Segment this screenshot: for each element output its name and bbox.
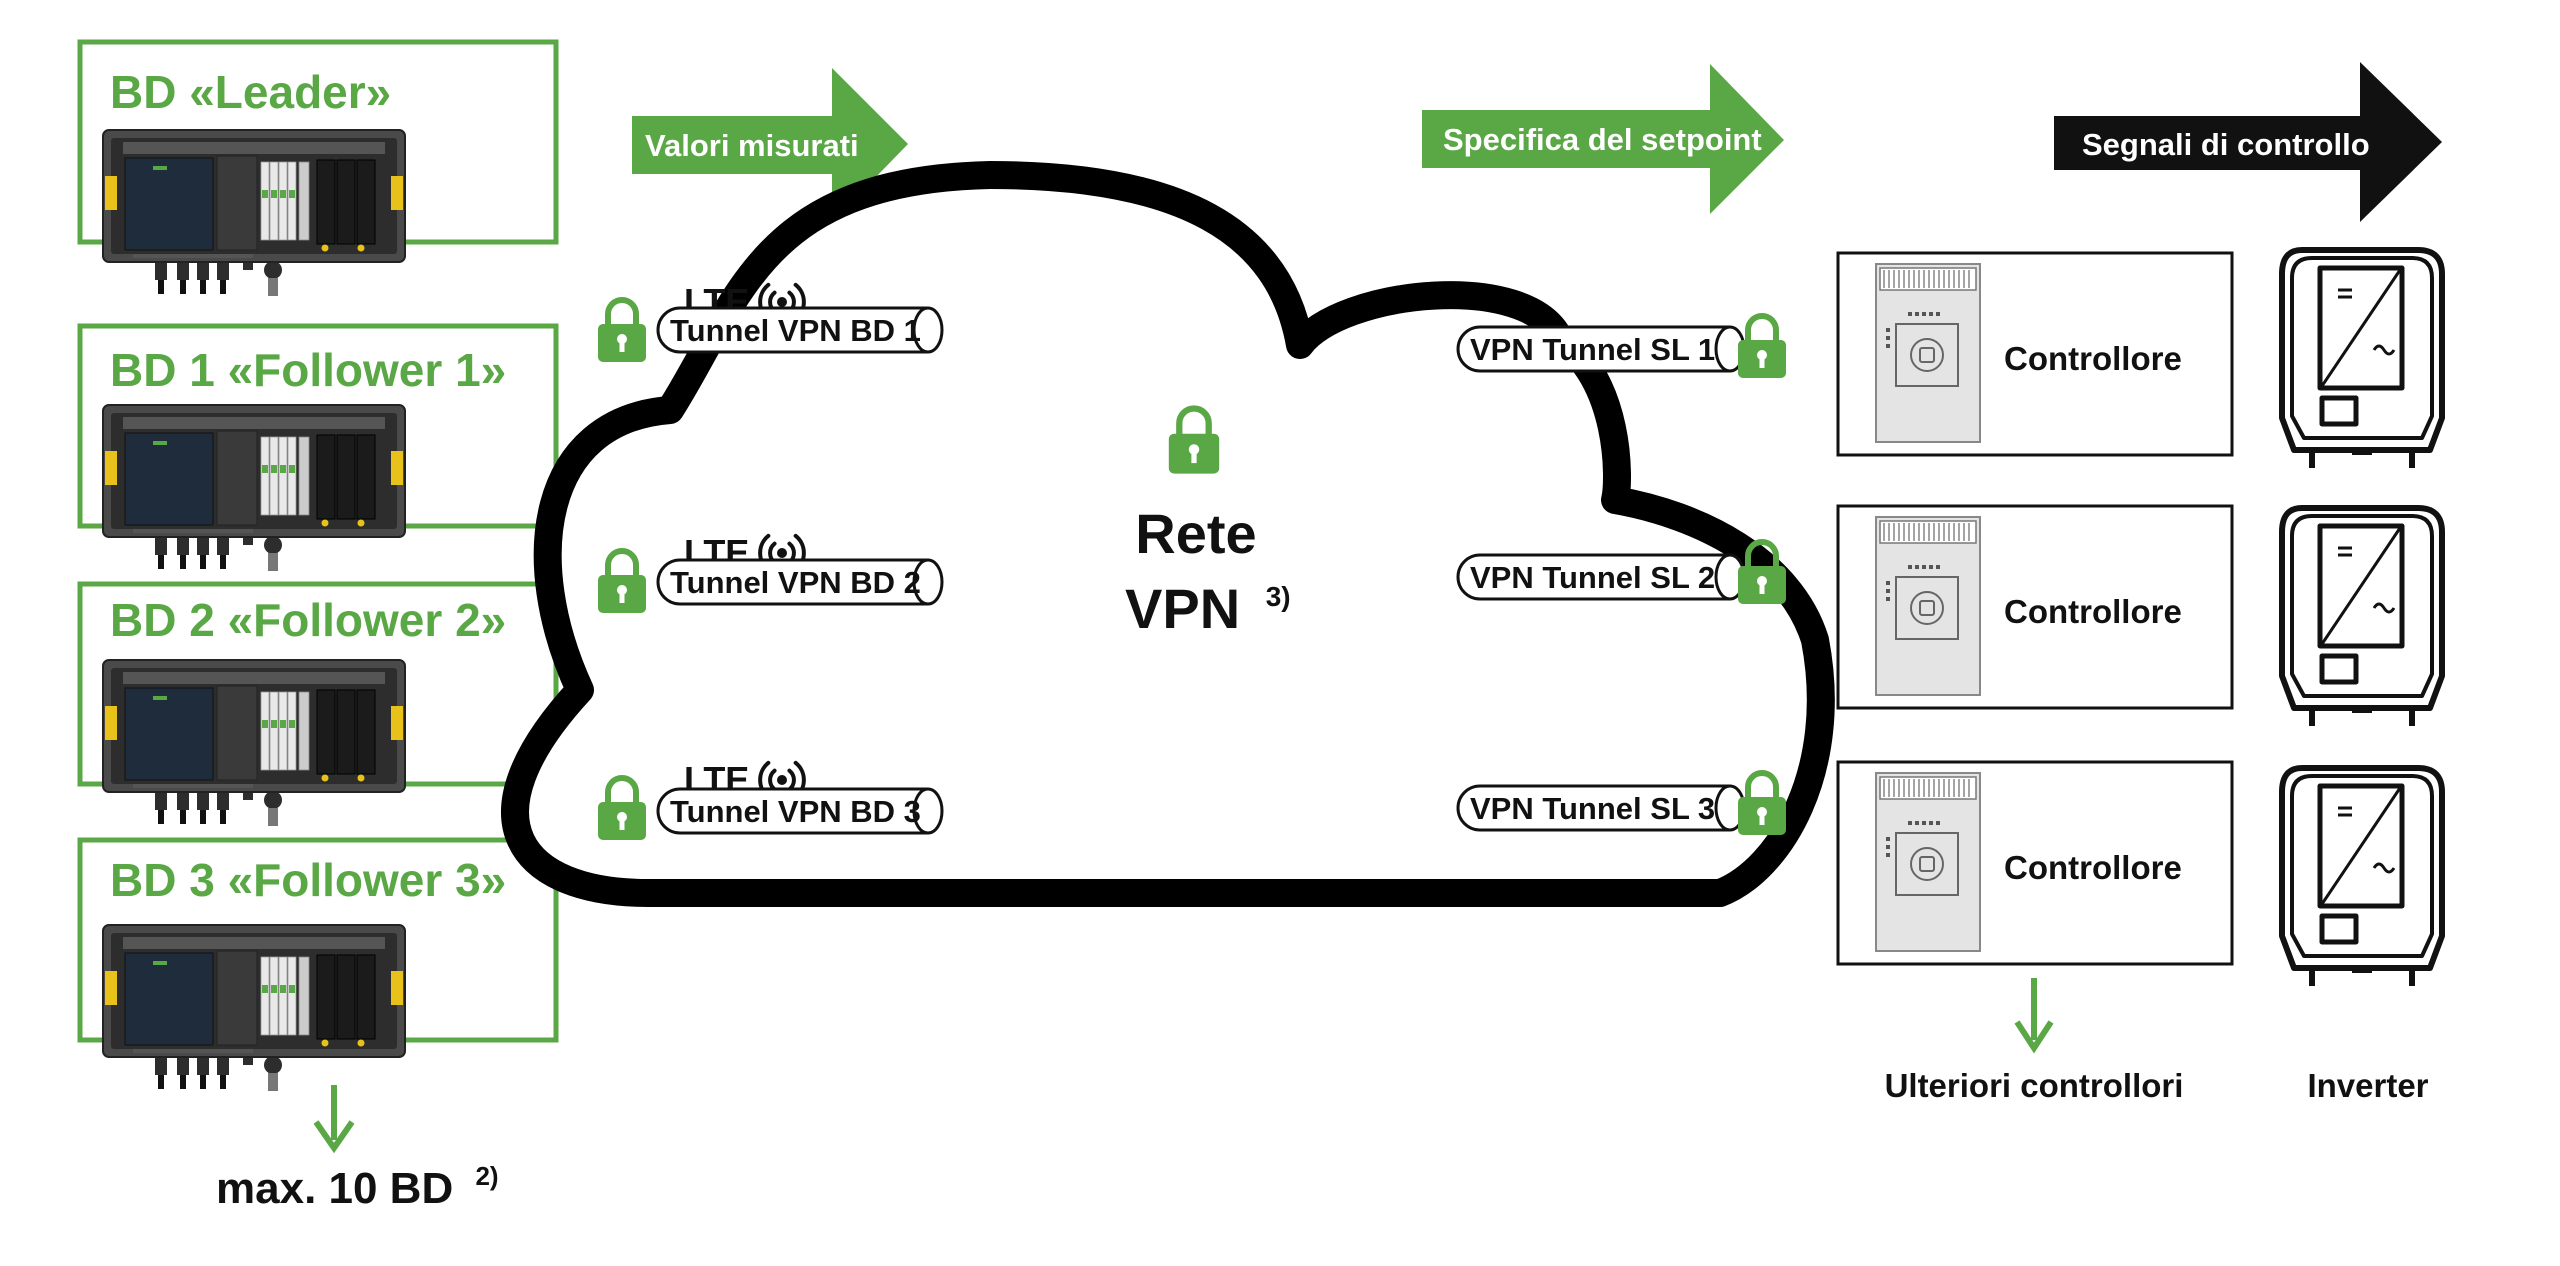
bd-device-card: BD «Leader»: [77, 39, 559, 296]
lock-icon: [1738, 770, 1786, 835]
lock-icon: [598, 548, 646, 613]
controller-device-icon: [1875, 263, 1981, 443]
battery-device-icon: [102, 404, 406, 571]
lock-icon: [598, 775, 646, 840]
arrow-setpoint-label: Specifica del setpoint: [1443, 122, 1762, 157]
bd-device-card: BD 3 «Follower 3»: [77, 837, 559, 1091]
vpn-tunnel-sl: VPN Tunnel SL 3: [1456, 770, 1786, 835]
bd-device-list: BD «Leader» BD 1 «Follower 1» BD 2 «Foll…: [77, 39, 559, 1091]
tunnel-label: VPN Tunnel SL 2: [1470, 560, 1715, 595]
tunnel-pipe: VPN Tunnel SL 2: [1456, 553, 1746, 601]
inverter-label: Inverter: [2307, 1067, 2428, 1104]
controller-label: Controllore: [2004, 849, 2182, 886]
tunnel-label: VPN Tunnel SL 3: [1470, 791, 1715, 826]
battery-device-icon: [102, 659, 406, 826]
more-devices-label: max. 10 BD: [216, 1164, 453, 1213]
vpn-tunnel-bd: Tunnel VPN BD 3: [656, 787, 944, 835]
tunnel-label: VPN Tunnel SL 1: [1470, 332, 1715, 367]
arrow-setpoint: Specifica del setpoint: [1422, 64, 1784, 214]
controller-card: Controllore: [1836, 760, 2234, 966]
arrow-control-label: Segnali di controllo: [2082, 127, 2370, 162]
bd-device-title: BD 3 «Follower 3»: [110, 854, 506, 906]
arrow-measured-values: Valori misurati: [632, 68, 908, 222]
right-tunnel-list: VPN Tunnel SL 1 VPN Tunnel SL 2 VPN Tunn…: [1456, 313, 1786, 835]
controller-list: Controllore Controllore Controllore: [1836, 251, 2234, 966]
arrow-measured-label: Valori misurati: [645, 128, 859, 163]
further-controllers-label: Ulteriori controllori: [1885, 1067, 2184, 1104]
bd-device-title: BD «Leader»: [110, 66, 391, 118]
bd-device-card: BD 1 «Follower 1»: [77, 323, 559, 571]
vpn-tunnel-sl: VPN Tunnel SL 2: [1456, 539, 1786, 604]
tunnel-label: Tunnel VPN BD 1: [670, 313, 921, 348]
down-arrow-icon: [2014, 978, 2054, 1054]
more-devices-footnote: 2): [475, 1161, 498, 1191]
lte-link: LTE Tunnel VPN BD 2: [598, 532, 944, 613]
vpn-tunnel-bd: Tunnel VPN BD 1: [656, 306, 944, 354]
tunnel-pipe: VPN Tunnel SL 3: [1456, 784, 1746, 832]
cloud-label-line1: Rete: [1135, 502, 1256, 565]
lock-icon: [598, 297, 646, 362]
inverter-list: [2279, 247, 2445, 986]
controller-card: Controllore: [1836, 504, 2234, 710]
inverter-icon: [2279, 505, 2445, 726]
lte-link: LTE Tunnel VPN BD 1: [598, 281, 944, 362]
lte-link: LTE Tunnel VPN BD 3: [598, 759, 944, 840]
inverter-icon: [2279, 765, 2445, 986]
vpn-tunnel-sl: VPN Tunnel SL 1: [1456, 313, 1786, 378]
controller-label: Controllore: [2004, 593, 2182, 630]
down-arrow-icon: [313, 1085, 355, 1154]
tunnel-pipe: VPN Tunnel SL 1: [1456, 325, 1746, 373]
cloud-footnote: 3): [1266, 581, 1291, 612]
svg-text:max. 10 BD 2): max. 10 BD 2): [216, 1161, 499, 1213]
controller-device-icon: [1875, 516, 1981, 696]
bd-device-card: BD 2 «Follower 2»: [77, 581, 559, 826]
arrow-control-signals: Segnali di controllo: [2054, 62, 2442, 222]
cloud-label-line2: VPN: [1125, 577, 1240, 640]
further-controllers: Ulteriori controllori: [1885, 978, 2184, 1104]
tunnel-label: Tunnel VPN BD 3: [670, 794, 921, 829]
lock-icon: [1738, 313, 1786, 378]
more-devices: max. 10 BD 2): [216, 1085, 499, 1213]
controller-device-icon: [1875, 772, 1981, 952]
battery-device-icon: [102, 129, 406, 296]
lock-icon: [1168, 405, 1220, 474]
left-tunnel-list: LTE Tunnel VPN BD 1 LTE Tunnel VPN BD 2 …: [598, 281, 944, 840]
lock-icon: [1738, 539, 1786, 604]
controller-label: Controllore: [2004, 340, 2182, 377]
bd-device-title: BD 2 «Follower 2»: [110, 594, 506, 646]
svg-text:VPN 3): VPN 3): [1125, 577, 1291, 640]
controller-card: Controllore: [1836, 251, 2234, 457]
inverter-icon: [2279, 247, 2445, 468]
vpn-tunnel-bd: Tunnel VPN BD 2: [656, 558, 944, 606]
bd-device-title: BD 1 «Follower 1»: [110, 344, 506, 396]
battery-device-icon: [102, 924, 406, 1091]
tunnel-label: Tunnel VPN BD 2: [670, 565, 921, 600]
